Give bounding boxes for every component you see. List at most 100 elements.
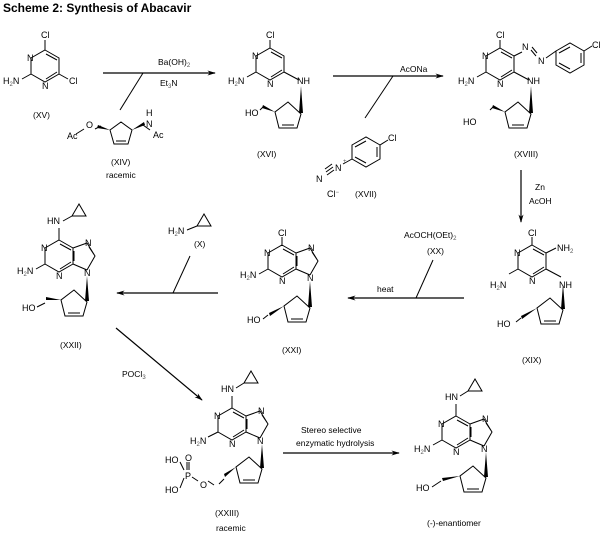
atom-cl: Cl <box>592 40 601 50</box>
compound-XVIII: Cl N N Cl N N NH H2N HO (XVIII) <box>458 30 601 159</box>
atom-n: N <box>267 79 274 89</box>
atom-n: N <box>438 419 445 429</box>
reagent-enzymatic-hydrolysis: enzymatic hydrolysis <box>296 438 374 448</box>
reagent-pocl3: POCl3 <box>122 369 146 381</box>
svg-text:H2N: H2N <box>490 280 506 292</box>
compound-XVI: Cl N N NH H2N HO (XVI) <box>228 30 310 159</box>
atom-hn: HN <box>221 384 234 394</box>
atom-ac: Ac <box>67 131 78 141</box>
reagent-acoh: AcOH <box>529 196 552 206</box>
compound-note-XIV: racemic <box>106 170 137 180</box>
compound-label-XV: (XV) <box>33 110 50 120</box>
atom-n: N <box>308 243 315 253</box>
atom-n: N <box>453 447 460 457</box>
svg-text:H2N: H2N <box>190 436 206 448</box>
compound-XXI: Cl N N N N H2N HO (XXI) <box>240 228 319 355</box>
svg-text:H2N: H2N <box>3 76 19 88</box>
atom-n: N <box>13 76 20 86</box>
compound-label-XXIII: (XXIII) <box>215 508 239 518</box>
atom-o: O <box>185 453 192 463</box>
compound-XV: Cl N N Cl H2N (XV) <box>3 30 78 120</box>
compound-abacavir: HN N N N N H2N HO (-)-enantiomer <box>414 378 493 528</box>
reaction-arrow-6 <box>115 327 203 401</box>
reagent-branch-5 <box>172 255 191 294</box>
atom-ac: Ac <box>153 130 164 140</box>
atom-n: N <box>252 51 259 61</box>
compound-label-XVI: (XVI) <box>257 149 277 159</box>
compound-X: H2N (X) <box>168 213 212 249</box>
reagent-stereoselective: Stereo selective <box>301 425 362 435</box>
atom-ho: HO <box>247 315 261 325</box>
atom-cl: Cl <box>41 30 50 40</box>
atom-ho: HO <box>165 455 179 465</box>
reagent-branch-4 <box>415 259 434 299</box>
reagent-branch-1 <box>119 72 144 111</box>
compound-label-XIV: (XIV) <box>111 157 131 167</box>
reagent-et3n: Et3N <box>160 78 178 90</box>
reagent-acona: AcONa <box>400 64 428 74</box>
svg-text:H2N: H2N <box>458 76 474 88</box>
atom-n: N <box>522 42 529 52</box>
atom-n: N <box>335 163 342 173</box>
compound-XXIII: HN N N N N H2N O HO P HO O (XXIII) racem… <box>165 370 269 533</box>
atom-cl: Cl <box>278 228 287 238</box>
atom-h: H <box>146 108 153 118</box>
reagent-branch-2 <box>364 75 394 119</box>
atom-n: N <box>27 53 34 63</box>
atom-n: N <box>497 79 504 89</box>
svg-text:H2N: H2N <box>17 266 33 278</box>
compound-label-final: (-)-enantiomer <box>427 518 481 528</box>
compound-XVII: Cl N + N Cl− (XVII) <box>316 133 397 199</box>
reagent-orthoformate: AcOCH(OEt)2 <box>404 230 457 242</box>
atom-n: N <box>514 248 521 258</box>
atom-h: H <box>3 76 10 86</box>
svg-text:H2N: H2N <box>414 444 430 456</box>
atom-nh: NH <box>559 280 572 290</box>
atom-n: N <box>258 406 265 416</box>
atom-n: N <box>146 119 153 129</box>
svg-text:NH2: NH2 <box>557 243 574 255</box>
atom-n: N <box>279 276 286 286</box>
atom-n: N <box>482 414 489 424</box>
compound-note-XXIII: racemic <box>216 523 247 533</box>
atom-cl: Cl <box>69 76 78 86</box>
compound-label-XIX: (XIX) <box>522 355 542 365</box>
compound-label-XXII: (XXII) <box>60 340 82 350</box>
subscript: 2 <box>10 82 14 88</box>
atom-cl: Cl <box>496 30 505 40</box>
atom-n: N <box>41 243 48 253</box>
counterion-cl: Cl− <box>327 189 340 199</box>
scheme-title: Scheme 2: Synthesis of Abacavir <box>3 1 192 15</box>
atom-n: N <box>307 273 314 283</box>
atom-ho: HO <box>463 117 477 127</box>
atom-n: N <box>481 444 488 454</box>
atom-o: O <box>86 120 93 130</box>
atom-n: N <box>257 436 264 446</box>
atom-n: N <box>84 268 91 278</box>
atom-n: N <box>529 276 536 286</box>
compound-XIX: Cl NH2 N N NH H2N HO (XIX) <box>490 228 574 365</box>
condition-heat: heat <box>377 284 394 294</box>
atom-ho: HO <box>416 483 430 493</box>
compound-XXII: HN N N N N H2N HO (XXII) <box>17 203 96 350</box>
atom-hn: HN <box>47 216 60 226</box>
svg-text:H2N: H2N <box>228 76 244 88</box>
atom-o: O <box>200 480 207 490</box>
atom-p: P <box>185 471 191 481</box>
atom-n: N <box>264 248 271 258</box>
compound-label-X: (X) <box>194 239 206 249</box>
atom-ho: HO <box>497 319 511 329</box>
compound-XIV: Ac O H N Ac (XIV) racemic <box>67 108 164 180</box>
atom-nh: NH <box>297 76 310 86</box>
atom-cl: Cl <box>528 228 537 238</box>
atom-n: N <box>85 238 92 248</box>
atom-n: N <box>316 174 323 184</box>
svg-text:H2N: H2N <box>168 226 184 238</box>
compound-label-XXI: (XXI) <box>282 345 302 355</box>
atom-hn: HN <box>445 392 458 402</box>
atom-ho: HO <box>165 485 179 495</box>
svg-text:H2N: H2N <box>240 270 256 282</box>
charge-plus: + <box>343 159 347 165</box>
atom-ho: HO <box>22 303 36 313</box>
